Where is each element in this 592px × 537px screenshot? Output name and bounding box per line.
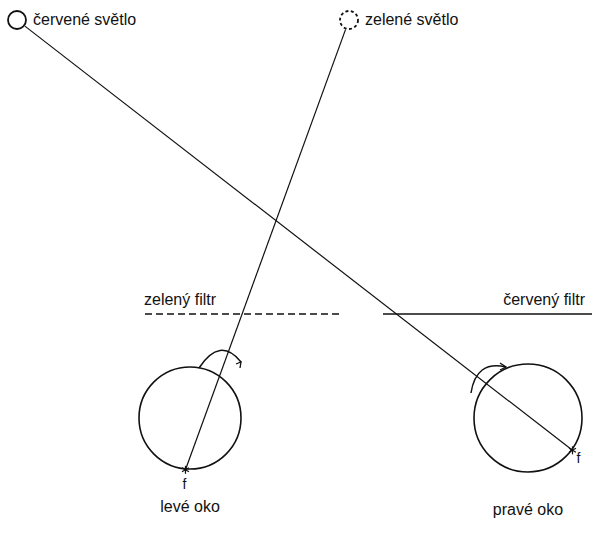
light-outline <box>339 10 359 30</box>
fovea-label: f <box>575 451 581 466</box>
filter-label: červený filtr <box>502 291 586 309</box>
eye-node: levé oko <box>138 366 242 470</box>
outline-circle <box>8 11 26 29</box>
cornea-tick <box>236 362 241 368</box>
eye-outline <box>138 366 242 470</box>
outline-circle <box>139 367 241 469</box>
cornea-bulge <box>199 350 241 368</box>
green-filter <box>145 313 343 315</box>
fovea-label: f <box>181 477 187 492</box>
light-outline <box>7 10 27 30</box>
eye-node: pravé oko <box>473 363 583 473</box>
eye-label: pravé oko <box>492 501 564 519</box>
eye-outline <box>473 363 583 473</box>
red-filter <box>383 313 592 315</box>
light-ray <box>185 29 345 469</box>
outline-circle <box>474 364 582 472</box>
filter-label: zelený filtr <box>143 291 217 309</box>
light-source: červené světlo <box>7 10 27 30</box>
light-source: zelené světlo <box>339 10 359 30</box>
light-label: zelené světlo <box>364 11 459 29</box>
eye-label: levé oko <box>159 498 221 516</box>
light-label: červené světlo <box>32 11 137 29</box>
light-ray <box>25 26 573 450</box>
outline-circle <box>340 11 358 29</box>
